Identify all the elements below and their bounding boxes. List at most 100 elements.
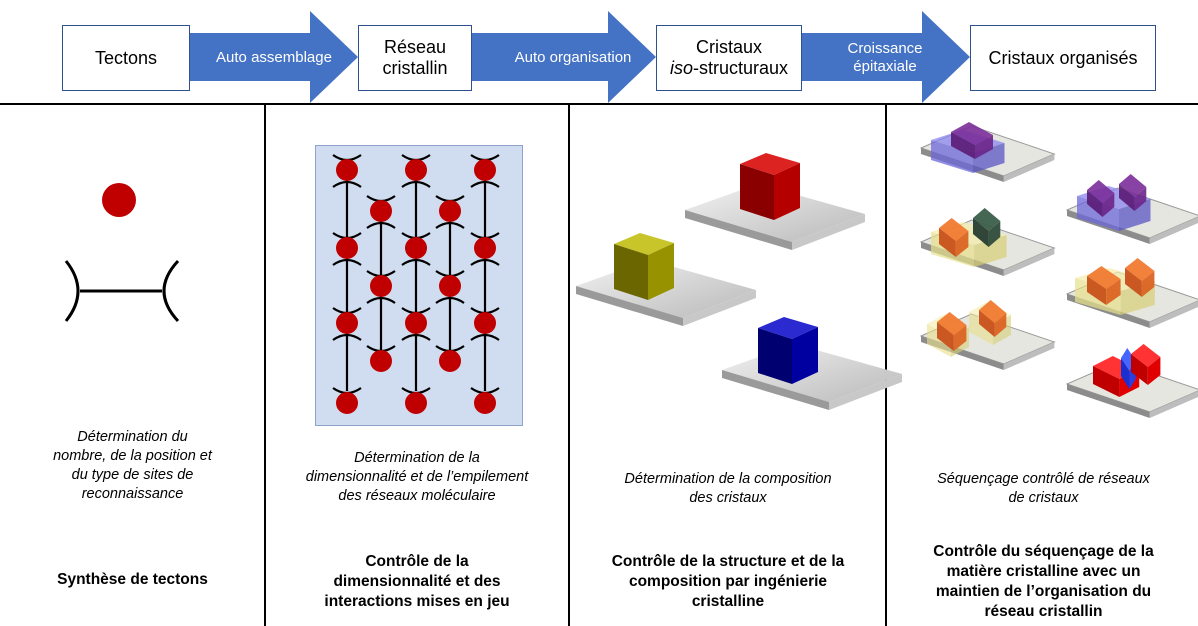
lattice-node [405,392,427,414]
lattice-bracket [401,258,431,266]
step-iso-italic: iso [669,58,693,78]
lattice-bracket [332,333,362,341]
arrow-croissance-line1: Croissance [847,40,923,57]
col3-goal-line: cristalline [691,593,765,610]
col4-goal-line: maintien de l’organisation du [935,583,1152,600]
column-divider-2 [568,104,570,626]
step-cristaux-iso: Cristaux iso-structuraux [656,25,802,91]
blue-crystal-on-substrate [722,317,902,410]
col3-desc-line: des cristaux [689,490,767,506]
lattice-node [439,350,461,372]
lattice-bracket [332,258,362,266]
step-iso-line1: Cristaux [695,37,762,57]
col1-goal-line: Synthèse de tectons [57,571,208,588]
lattice-node [336,312,358,334]
lattice-bracket [470,258,500,266]
red-crystal-on-substrate [685,153,865,250]
lattice-bracket [366,296,396,304]
organised-crystal-2 [1065,174,1198,244]
col2-desc-line: Détermination de la [354,450,480,466]
arrow-croissance-label: Croissance épitaxiale [806,40,964,76]
col2-description: Détermination de la dimensionnalité et d… [268,449,566,506]
yellow-crystal-on-substrate [576,233,756,326]
organised-crystal-3 [919,208,1056,276]
col1-desc-line: Détermination du [77,429,188,445]
tecton-left-bracket [64,260,80,322]
lattice-node [370,350,392,372]
col4-desc-line: Séquençage contrôlé de réseaux [937,471,1150,487]
col1-desc-line: reconnaissance [81,486,184,502]
flow-arrow-3 [802,11,970,103]
flow-arrow-1 [190,11,358,103]
arrow-croissance-line2: épitaxiale [853,58,917,75]
col3-goal: Contrôle de la structure et de la compos… [572,552,884,612]
lattice-node [405,312,427,334]
step-tectons-label: Tectons [94,47,158,68]
lattice-node [439,275,461,297]
organised-crystals-illustration [919,122,1198,418]
col1-goal: Synthèse de tectons [5,570,260,590]
step-tectons: Tectons [62,25,190,91]
organised-crystal-1 [919,122,1056,182]
lattice-node [370,275,392,297]
col2-goal-line: interactions mises en jeu [324,593,510,610]
organised-crystal-4 [1065,258,1198,328]
col1-desc-line: nombre, de la position et [53,448,212,464]
col3-goal-line: Contrôle de la structure et de la [611,553,845,570]
lattice-node [336,159,358,181]
step-iso-rest: -structuraux [692,58,789,78]
col4-goal-line: réseau cristallin [984,603,1103,620]
lattice-node [474,312,496,334]
column-divider-3 [885,104,887,626]
col2-goal-line: Contrôle de la [365,553,469,570]
tecton-illustration [64,183,180,323]
step-reseau-line1: Réseau [383,37,447,57]
col1-desc-line: du type de sites de [71,467,194,483]
tecton-right-bracket [162,259,180,323]
col4-goal-line: Contrôle du séquençage de la [933,543,1154,560]
lattice-bracket [470,333,500,341]
lattice-bracket [401,333,431,341]
col2-desc-line: des réseaux moléculaire [338,488,496,504]
lattice-node [336,392,358,414]
horizontal-divider [0,103,1198,105]
lattice-bracket [366,221,396,229]
step-reseau-cristallin: Réseau cristallin [358,25,472,91]
arrow-auto-assemblage-label: Auto assemblage [216,49,332,66]
step-organises-label: Cristaux organisés [988,47,1138,68]
tecton-red-sphere [102,183,136,217]
col4-goal-line: matière cristalline avec un [946,563,1141,580]
organised-crystal-6 [1065,344,1198,418]
col2-goal: Contrôle de la dimensionnalité et des in… [268,552,566,612]
col1-description: Détermination du nombre, de la position … [5,428,260,504]
lattice-node [370,200,392,222]
col3-description: Détermination de la composition des cris… [572,470,884,508]
lattice-node [405,159,427,181]
organised-crystal-5 [919,300,1056,370]
lattice-node [474,237,496,259]
iso-structural-crystals-illustration [576,153,902,410]
lattice-node [439,200,461,222]
col4-goal: Contrôle du séquençage de la matière cri… [889,542,1198,622]
lattice-bracket [401,180,431,188]
lattice-bracket [470,180,500,188]
lattice-node [336,237,358,259]
step-cristaux-organises: Cristaux organisés [970,25,1156,91]
col3-desc-line: Détermination de la composition [624,471,832,487]
flow-arrow-2 [472,11,656,103]
lattice-panel [315,145,523,426]
lattice-bracket [435,221,465,229]
lattice-node [474,159,496,181]
col4-desc-line: de cristaux [1008,490,1079,506]
molecular-network-illustration [315,145,523,426]
lattice-bracket [332,180,362,188]
lattice-node [405,237,427,259]
lattice-bracket [435,296,465,304]
arrow-auto-organisation-label: Auto organisation [514,49,632,66]
column-divider-1 [264,104,266,626]
col4-description: Séquençage contrôlé de réseaux de crista… [889,470,1198,508]
flow-arrows [190,11,970,103]
lattice-node [474,392,496,414]
step-reseau-line2: cristallin [382,58,448,78]
col2-goal-line: dimensionnalité et des [333,573,501,590]
